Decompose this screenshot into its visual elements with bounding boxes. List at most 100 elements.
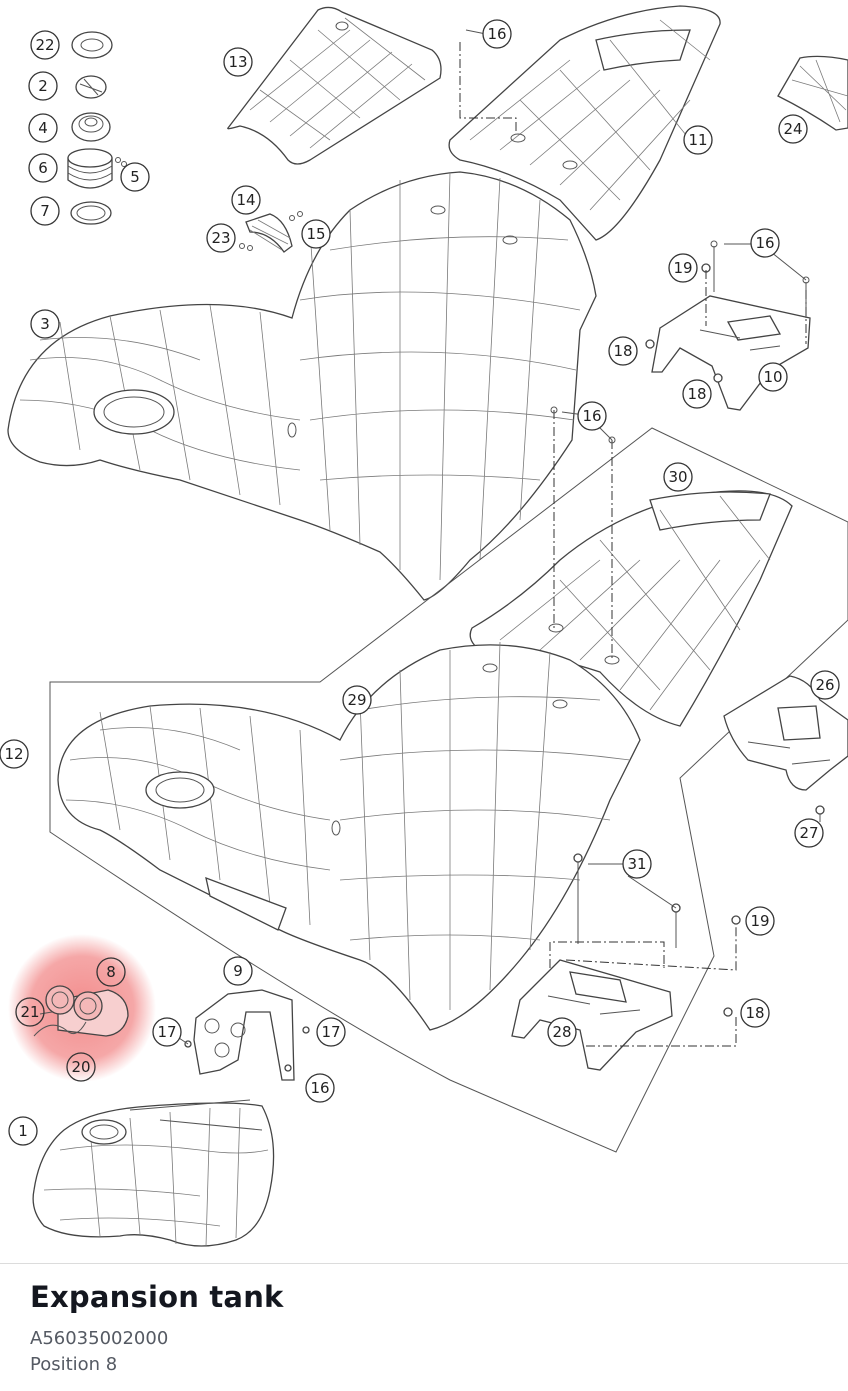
part-gasket-22[interactable] — [71, 31, 113, 59]
part-bracket-26[interactable] — [723, 675, 848, 791]
part-screws-23[interactable] — [239, 243, 253, 251]
callout-15[interactable]: 15 — [301, 219, 331, 249]
svg-text:17: 17 — [321, 1023, 340, 1041]
svg-text:16: 16 — [310, 1079, 329, 1097]
svg-text:10: 10 — [763, 368, 782, 386]
part-bracket-9[interactable] — [193, 989, 295, 1081]
part-fuel-tank-1[interactable] — [32, 1099, 275, 1247]
callout-20[interactable]: 20 — [66, 1052, 96, 1082]
callout-10[interactable]: 10 — [758, 362, 788, 392]
part-grille-14[interactable] — [245, 213, 293, 253]
svg-text:12: 12 — [4, 745, 23, 763]
part-seal-7[interactable] — [70, 201, 112, 225]
callout-18-a[interactable]: 18 — [608, 336, 638, 366]
part-screws-15[interactable] — [289, 211, 303, 221]
svg-text:31: 31 — [627, 855, 646, 873]
part-screws-16-bracket[interactable] — [710, 240, 810, 318]
callout-18-b[interactable]: 18 — [682, 379, 712, 409]
callout-7[interactable]: 7 — [30, 196, 60, 226]
svg-text:18: 18 — [613, 342, 632, 360]
callout-23[interactable]: 23 — [206, 223, 236, 253]
part-number: A56035002000 — [30, 1328, 169, 1349]
svg-text:30: 30 — [668, 468, 687, 486]
part-tank-cover-29[interactable] — [57, 641, 641, 1031]
part-cover-13[interactable] — [227, 6, 442, 165]
callout-11[interactable]: 11 — [683, 125, 713, 155]
svg-text:6: 6 — [38, 159, 48, 177]
callout-24[interactable]: 24 — [778, 114, 808, 144]
callout-16-bracket[interactable]: 16 — [750, 228, 780, 258]
svg-text:19: 19 — [673, 259, 692, 277]
part-screws-16-seat[interactable] — [550, 406, 616, 660]
svg-text:20: 20 — [71, 1058, 90, 1076]
svg-text:15: 15 — [306, 225, 325, 243]
part-24[interactable] — [777, 55, 848, 131]
svg-text:3: 3 — [40, 315, 50, 333]
callout-26[interactable]: 26 — [810, 670, 840, 700]
callout-31[interactable]: 31 — [622, 849, 652, 879]
callout-13[interactable]: 13 — [223, 47, 253, 77]
part-nut-19-bottom[interactable] — [731, 915, 741, 925]
callout-29[interactable]: 29 — [342, 685, 372, 715]
callout-8[interactable]: 8 — [96, 957, 126, 987]
part-position: Position 8 — [30, 1354, 118, 1375]
svg-text:16: 16 — [487, 25, 506, 43]
svg-text:14: 14 — [236, 191, 255, 209]
svg-text:22: 22 — [35, 36, 54, 54]
svg-text:24: 24 — [783, 120, 802, 138]
svg-text:18: 18 — [687, 385, 706, 403]
callout-4[interactable]: 4 — [28, 113, 58, 143]
svg-text:21: 21 — [20, 1003, 39, 1021]
part-seat-30[interactable] — [469, 490, 793, 727]
callout-3[interactable]: 3 — [30, 309, 60, 339]
callout-16-top[interactable]: 16 — [482, 19, 512, 49]
part-tank-cover-3[interactable] — [7, 171, 597, 601]
svg-text:29: 29 — [347, 691, 366, 709]
callout-2[interactable]: 2 — [28, 71, 58, 101]
svg-text:11: 11 — [688, 131, 707, 149]
callout-1[interactable]: 1 — [8, 1116, 38, 1146]
callout-16-bottom[interactable]: 16 — [305, 1073, 335, 1103]
callout-17-right[interactable]: 17 — [316, 1017, 346, 1047]
callout-30[interactable]: 30 — [663, 462, 693, 492]
callout-21[interactable]: 21 — [15, 997, 45, 1027]
callout-5[interactable]: 5 — [120, 162, 150, 192]
callout-6[interactable]: 6 — [28, 153, 58, 183]
part-screw-16-bracket9[interactable] — [284, 1064, 292, 1072]
part-screw-27[interactable] — [815, 805, 825, 822]
part-screw-17-b[interactable] — [302, 1026, 310, 1034]
svg-text:5: 5 — [130, 168, 140, 186]
part-hose-20[interactable] — [33, 1021, 87, 1037]
callout-9[interactable]: 9 — [223, 956, 253, 986]
callout-18-c[interactable]: 18 — [740, 998, 770, 1028]
part-nut-18-b[interactable] — [713, 373, 723, 383]
svg-text:13: 13 — [228, 53, 247, 71]
svg-text:23: 23 — [211, 229, 230, 247]
part-clamp-21[interactable] — [39, 1011, 53, 1015]
svg-text:8: 8 — [106, 963, 116, 981]
part-filler-neck-6[interactable] — [67, 148, 127, 189]
part-nut-18-bottom[interactable] — [723, 1007, 733, 1017]
part-cap-2[interactable] — [75, 75, 107, 99]
part-nut-18-a[interactable] — [645, 339, 655, 349]
svg-text:28: 28 — [552, 1023, 571, 1041]
callout-27[interactable]: 27 — [794, 818, 824, 848]
svg-text:16: 16 — [755, 234, 774, 252]
callout-14[interactable]: 14 — [231, 185, 261, 215]
svg-text:1: 1 — [18, 1122, 28, 1140]
callout-12[interactable]: 12 — [0, 739, 29, 769]
callout-17-left[interactable]: 17 — [152, 1017, 182, 1047]
part-expansion-tank-8[interactable] — [45, 985, 129, 1037]
callout-28[interactable]: 28 — [547, 1017, 577, 1047]
callout-19-top[interactable]: 19 — [668, 253, 698, 283]
part-cap-4[interactable] — [71, 112, 111, 142]
part-bracket-28[interactable] — [511, 959, 673, 1071]
callout-16-seat[interactable]: 16 — [577, 401, 607, 431]
callout-22[interactable]: 22 — [30, 30, 60, 60]
callout-19-bottom[interactable]: 19 — [745, 906, 775, 936]
svg-text:19: 19 — [750, 912, 769, 930]
svg-text:9: 9 — [233, 962, 243, 980]
leader-lines — [169, 29, 807, 1045]
part-bracket-10[interactable] — [651, 295, 811, 411]
part-seat-11[interactable] — [448, 5, 721, 241]
